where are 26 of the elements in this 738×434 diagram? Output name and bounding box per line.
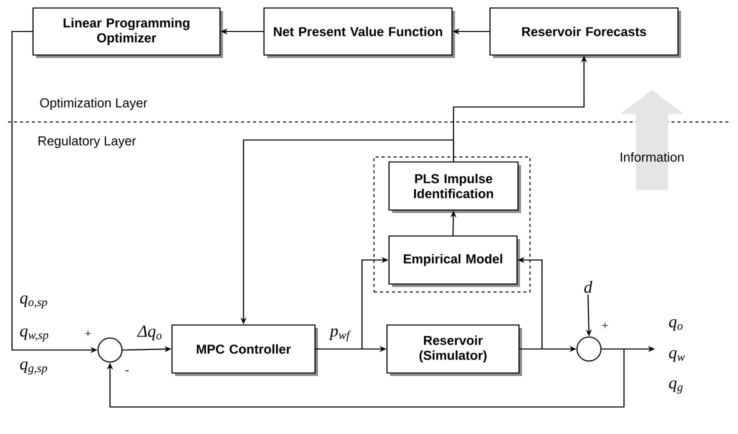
signal-label: q$_{o,sp}$	[20, 295, 48, 309]
process-box: PLS Impulse Identification	[388, 161, 521, 213]
process-box: Reservoir (Simulator)	[386, 324, 522, 376]
sign-label: -	[125, 370, 129, 372]
arrow	[106, 348, 625, 408]
signal-label: q$_{w,sp}$	[20, 328, 48, 342]
signal-label: q$_{o}$	[669, 319, 683, 331]
summing-junction	[576, 336, 602, 362]
sign-label: +	[85, 330, 91, 336]
process-box: MPC Controller	[171, 324, 318, 376]
summing-junction	[97, 337, 123, 363]
layer-label: Optimization Layer	[40, 98, 148, 110]
process-box: Linear Programming Optimizer	[32, 7, 223, 58]
layer-label: Information	[620, 152, 684, 162]
process-box: Empirical Model	[388, 235, 520, 287]
signal-label: d	[584, 281, 592, 293]
signal-label: q$_{g}$	[669, 380, 683, 394]
edge-label: p$_{wf}$	[328, 327, 352, 343]
process-box: Reservoir Forecasts	[489, 7, 681, 58]
signal-label: q$_{g,sp}$	[20, 361, 48, 375]
signal-label: q$_{w}$	[669, 350, 685, 362]
edge-label: Δq$_{o}$	[136, 324, 164, 342]
dashed-group-box	[374, 156, 530, 292]
layer-label: Regulatory Layer	[38, 136, 136, 148]
sign-label: +	[602, 322, 608, 328]
process-box: Net Present Value Function	[263, 7, 455, 58]
